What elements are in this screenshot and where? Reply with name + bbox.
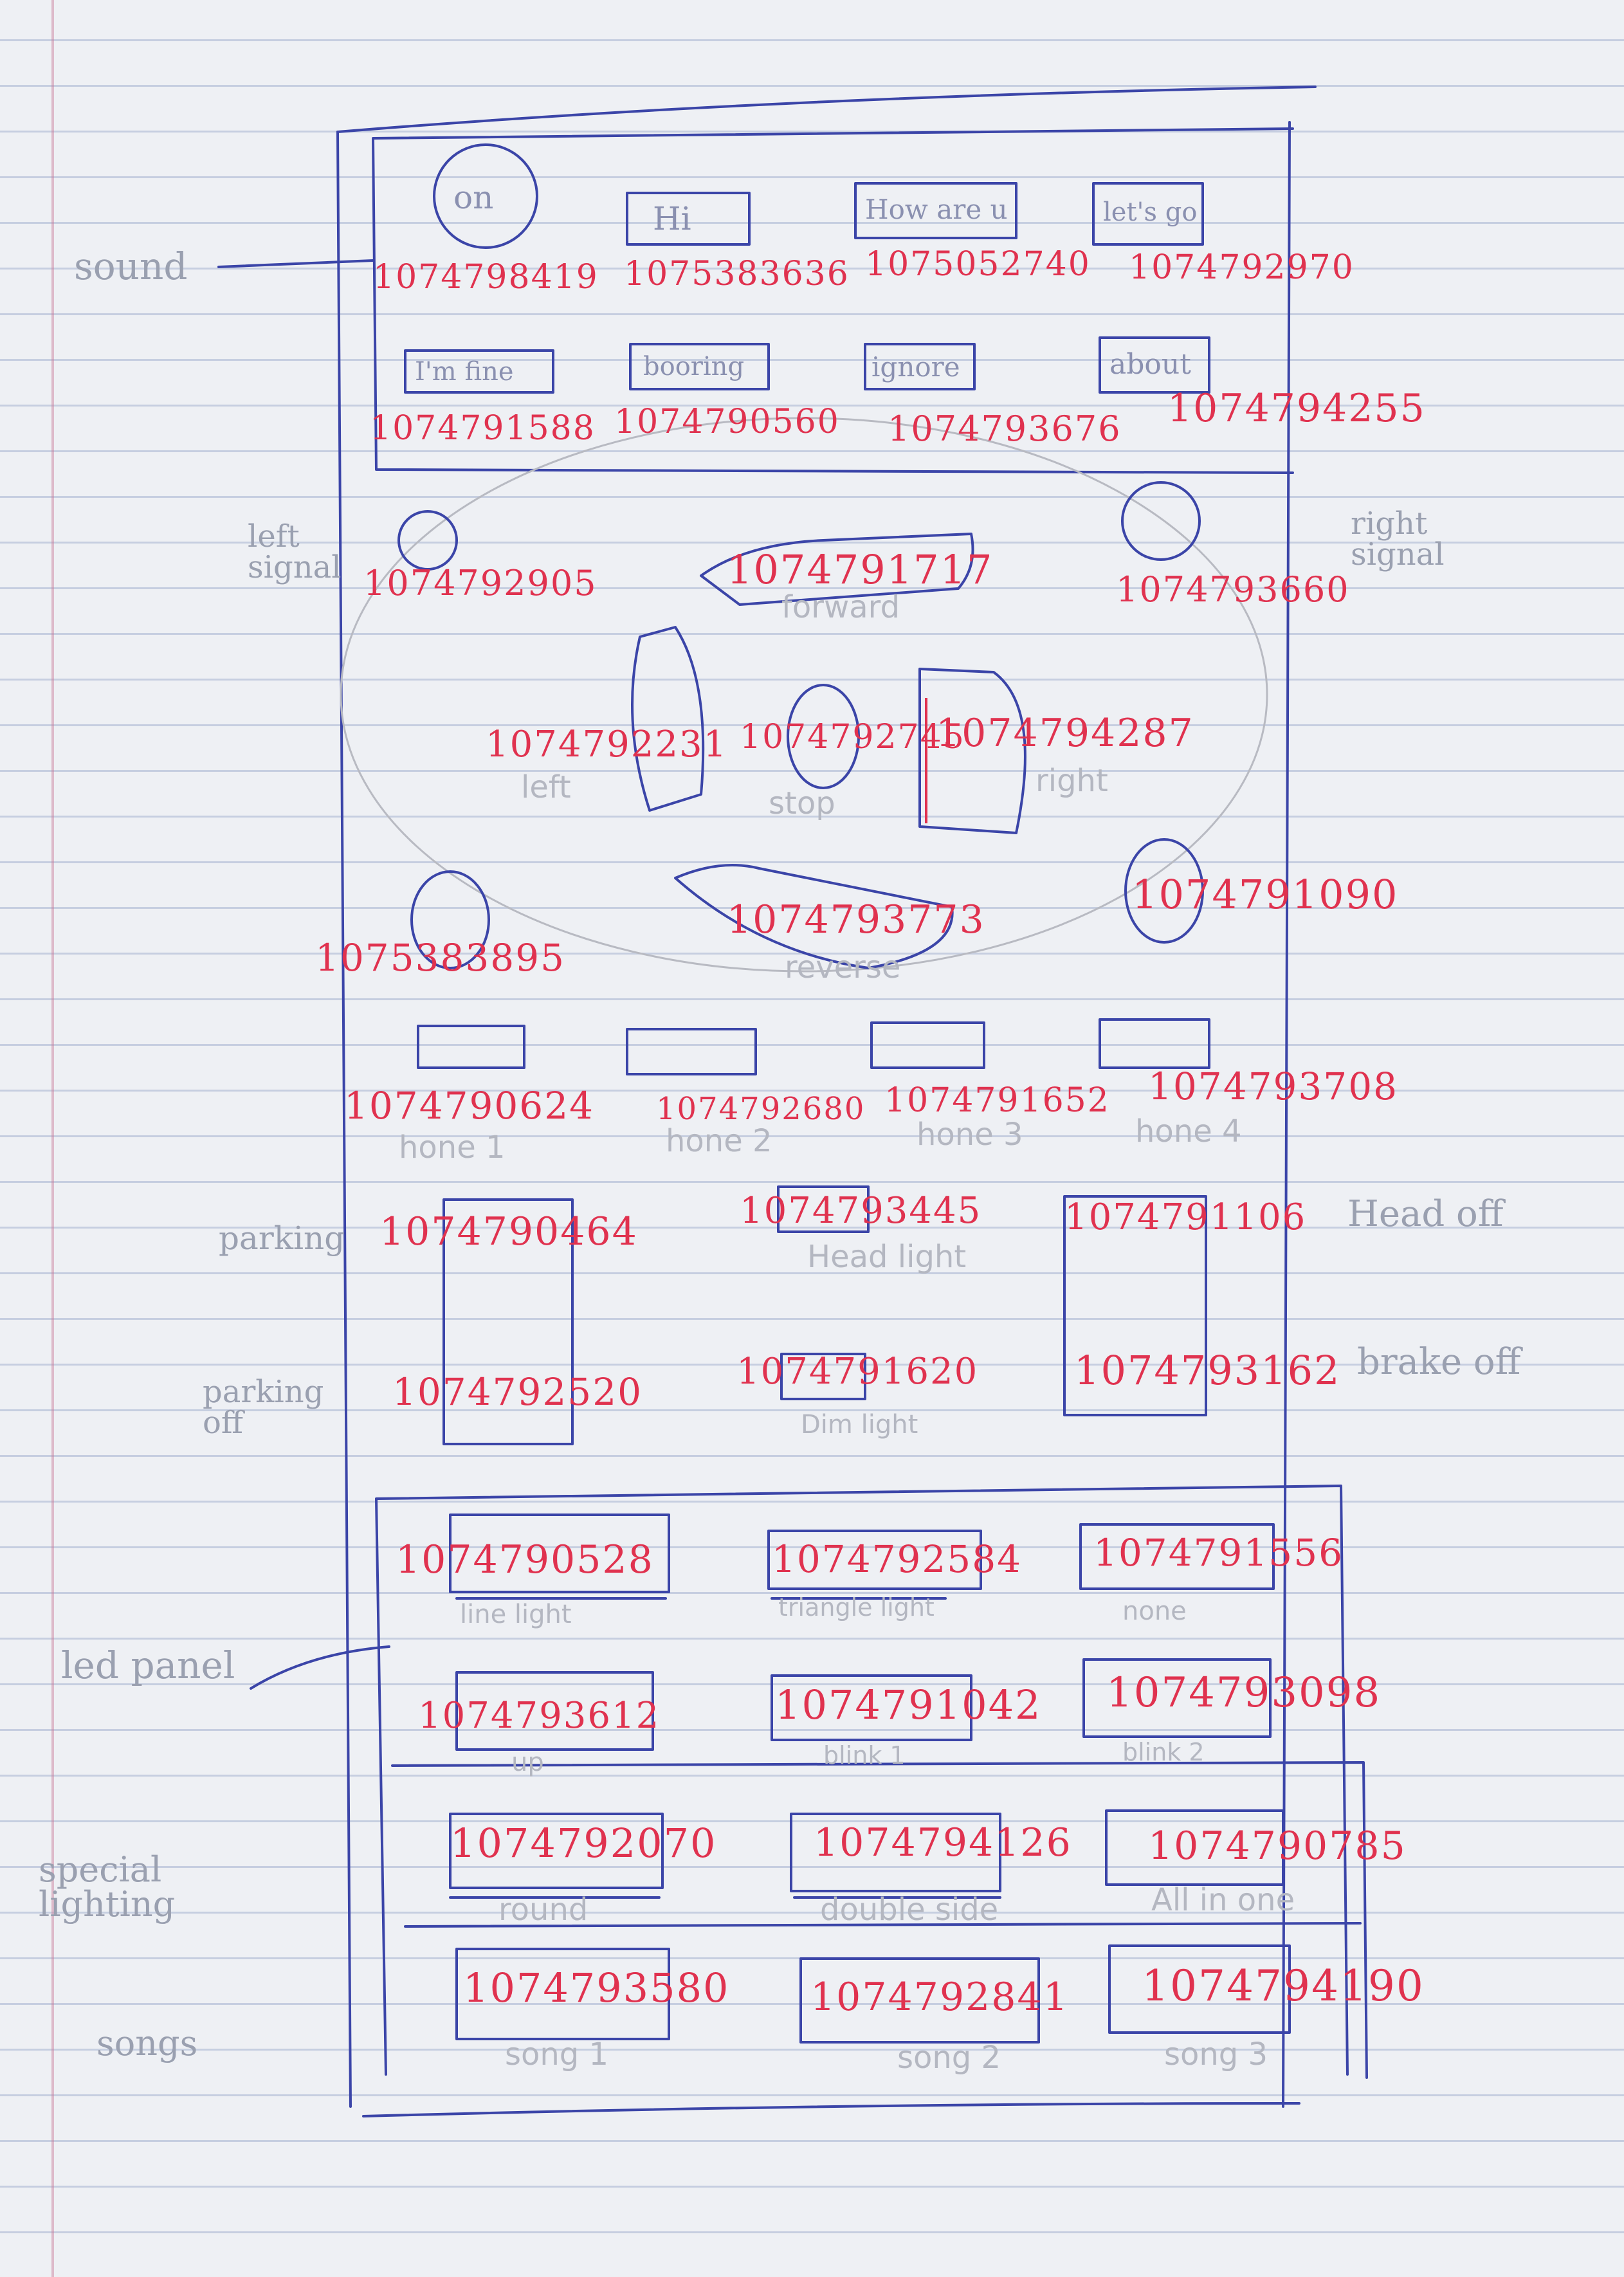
- led-blink-2-code[interactable]: 1074793098: [1106, 1669, 1382, 1717]
- sound-section-label: sound: [74, 244, 188, 288]
- right-label: right: [1036, 763, 1108, 799]
- sound-im-fine-code: 1074791588: [370, 409, 596, 448]
- parking-label: parking: [219, 1220, 345, 1257]
- led-blink-2-label: blink 2: [1122, 1738, 1205, 1766]
- right-signal-label: right signal: [1351, 506, 1445, 572]
- sound-booring-button-text[interactable]: booring: [643, 352, 745, 381]
- led-up-label: up: [511, 1748, 544, 1777]
- sound-ignore-code: 1074793676: [888, 408, 1122, 449]
- song-1-label: song 1: [505, 2036, 609, 2072]
- led-line-light-label: line light: [460, 1600, 572, 1629]
- sound-about-code: 1074794255: [1167, 386, 1426, 431]
- brake-off-code[interactable]: 1074793162: [1074, 1347, 1341, 1394]
- special-all-in-one-label: All in one: [1151, 1882, 1295, 1918]
- right-signal-code: 1074793660: [1116, 569, 1350, 610]
- sound-hi-code: 1075383636: [624, 255, 850, 293]
- special-round-code[interactable]: 1074792070: [450, 1820, 717, 1867]
- dim-light-code[interactable]: 1074791620: [736, 1351, 979, 1393]
- songs-label: songs: [96, 2023, 198, 2063]
- led-line-light-code[interactable]: 1074790528: [396, 1537, 654, 1582]
- sound-im-fine-button-text[interactable]: I'm fine: [415, 357, 514, 387]
- head-off-code[interactable]: 1074791106: [1064, 1196, 1307, 1238]
- sound-on-button-text[interactable]: on: [453, 179, 494, 216]
- song-2-label: song 2: [897, 2040, 1001, 2076]
- brake-off-label: brake off: [1357, 1341, 1521, 1383]
- extra-left-code: 1075383895: [315, 936, 566, 980]
- left-signal-code: 1074792905: [363, 563, 598, 603]
- on-button-outline: [433, 143, 538, 249]
- horn-1-code[interactable]: 1074790624: [344, 1084, 595, 1128]
- left-label: left: [521, 769, 571, 805]
- sound-hi-button-text[interactable]: Hi: [653, 200, 691, 237]
- horn-2-label: hone 2: [666, 1123, 772, 1159]
- head-light-label: Head light: [807, 1239, 967, 1275]
- song-1-code[interactable]: 1074793580: [463, 1964, 730, 2011]
- sound-lets-go-button-text[interactable]: let's go: [1103, 197, 1198, 227]
- sound-lets-go-code: 1074792970: [1129, 248, 1355, 287]
- reverse-code[interactable]: 1074793773: [727, 897, 985, 942]
- horn-1-label: hone 1: [399, 1129, 506, 1166]
- led-up-code[interactable]: 1074793612: [418, 1695, 661, 1737]
- left-code[interactable]: 1074792231: [486, 724, 728, 765]
- left-signal-label: left signal: [248, 518, 342, 585]
- horn-4-code[interactable]: 1074793708: [1148, 1065, 1399, 1108]
- horn-3-code[interactable]: 1074791652: [884, 1081, 1110, 1120]
- forward-label: forward: [781, 589, 900, 625]
- led-blink-1-code[interactable]: 1074791042: [775, 1681, 1042, 1728]
- sound-ignore-button-text[interactable]: ignore: [871, 351, 960, 383]
- horn-4-label: hone 4: [1135, 1113, 1242, 1149]
- led-none-code[interactable]: 1074791556: [1093, 1531, 1344, 1575]
- parking-off-label: parking off: [203, 1374, 324, 1441]
- special-double-side-code[interactable]: 1074794126: [814, 1820, 1072, 1865]
- led-triangle-light-label: triangle light: [778, 1593, 935, 1622]
- extra-right-code: 1074791090: [1132, 871, 1399, 918]
- song-3-label: song 3: [1164, 2036, 1268, 2072]
- horn-3-label: hone 3: [917, 1117, 1023, 1153]
- led-blink-1-label: blink 1: [823, 1741, 906, 1769]
- parking-off-code[interactable]: 1074792520: [392, 1370, 643, 1414]
- special-round-label: round: [498, 1892, 588, 1928]
- song-2-code[interactable]: 1074792841: [810, 1975, 1069, 2020]
- led-panel-label: led panel: [61, 1643, 235, 1687]
- stop-label: stop: [769, 785, 835, 821]
- stop-code[interactable]: 1074792745: [740, 718, 965, 756]
- led-none-label: none: [1122, 1596, 1187, 1626]
- dim-light-label: Dim light: [801, 1410, 918, 1440]
- sound-booring-code: 1074790560: [614, 403, 840, 441]
- reverse-label: reverse: [785, 949, 901, 985]
- special-double-side-label: double side: [820, 1892, 999, 1928]
- sound-how-are-u-button-text[interactable]: How are u: [865, 194, 1008, 225]
- head-off-label: Head off: [1347, 1193, 1504, 1235]
- head-light-code[interactable]: 1074793445: [740, 1190, 982, 1232]
- special-lighting-label: special lighting: [39, 1849, 176, 1925]
- horn-2-code[interactable]: 1074792680: [656, 1091, 866, 1127]
- right-code[interactable]: 1074794287: [936, 711, 1194, 756]
- song-3-code[interactable]: 1074794190: [1142, 1961, 1425, 2011]
- parking-code[interactable]: 1074790464: [379, 1209, 638, 1254]
- sound-how-are-u-code: 1075052740: [865, 245, 1091, 284]
- sound-about-button-text[interactable]: about: [1109, 348, 1191, 381]
- special-all-in-one-code[interactable]: 1074790785: [1148, 1824, 1407, 1869]
- forward-code[interactable]: 1074791717: [727, 546, 994, 593]
- led-triangle-light-code[interactable]: 1074792584: [772, 1537, 1023, 1581]
- sound-on-code: 1074798419: [373, 258, 599, 297]
